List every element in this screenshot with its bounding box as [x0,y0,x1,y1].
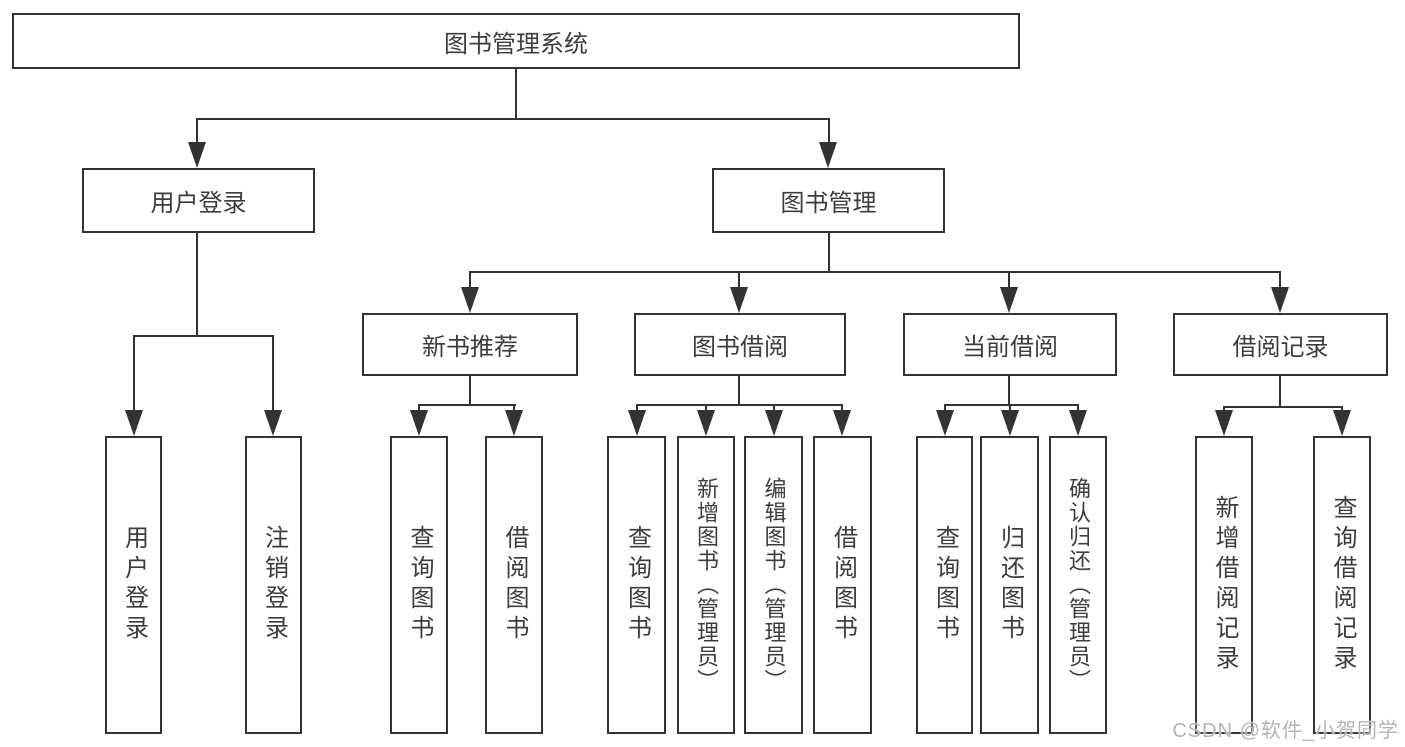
connector-line [418,404,516,406]
arrowhead-icon [1001,410,1019,436]
connector-line [196,118,198,146]
connector-line [1077,404,1079,412]
connector-line [944,404,946,412]
connector-line [196,233,198,336]
csdn-watermark: CSDN @软件_小贺同学 [1172,720,1399,742]
connector-line [1008,376,1010,406]
connector-line [1009,404,1011,412]
node-current-borrowing: 当前借阅 [903,313,1117,376]
arrowhead-icon [819,142,837,168]
connector-line [133,335,135,413]
leaf-user-login: 用户登录 [105,436,162,734]
connector-line [1223,406,1225,413]
node-book-borrowing: 图书借阅 [634,313,846,376]
arrowhead-icon [765,410,783,436]
connector-line [418,404,420,412]
arrowhead-icon [730,287,748,313]
connector-line [1223,406,1343,408]
connector-line [828,233,830,273]
arrowhead-icon [125,410,143,436]
connector-line [738,271,740,289]
connector-line [272,335,274,413]
connector-line [1279,271,1281,289]
arrowhead-icon [410,410,428,436]
arrowhead-icon [1069,410,1087,436]
arrowhead-icon [264,410,282,436]
leaf-logout-login: 注销登录 [245,436,302,734]
arrowhead-icon [188,142,206,168]
arrowhead-icon [461,287,479,313]
connector-line [515,68,517,119]
node-book-management: 图书管理 [712,168,945,233]
leaf-query-borrow-record: 查询借阅记录 [1313,436,1371,734]
node-borrowing-records: 借阅记录 [1173,313,1388,376]
connector-line [469,376,471,406]
leaf-borrow-books-borrowing: 借阅图书 [813,436,872,734]
leaf-query-books-recommend: 查询图书 [390,436,448,734]
connector-line [773,404,775,412]
node-new-book-recommend: 新书推荐 [362,313,578,376]
connector-line [828,118,830,146]
leaf-query-books-borrowing: 查询图书 [607,436,666,734]
connector-line [469,271,471,289]
connector-line [636,404,638,412]
leaf-borrow-books-recommend: 借阅图书 [485,436,543,734]
leaf-return-books: 归还图书 [980,436,1039,734]
arrowhead-icon [1000,287,1018,313]
arrowhead-icon [505,410,523,436]
arrowhead-icon [697,410,715,436]
arrowhead-icon [1271,287,1289,313]
connector-line [1279,376,1281,408]
leaf-add-borrow-record: 新增借阅记录 [1195,436,1253,734]
connector-line [133,335,274,337]
leaf-query-books-current: 查询图书 [916,436,973,734]
connector-line [841,404,843,412]
connector-line [944,404,1079,406]
node-library-management-system: 图书管理系统 [12,13,1020,69]
leaf-add-books-admin: 新增图书（管理员） [677,436,735,734]
arrowhead-icon [833,410,851,436]
connector-line [636,404,843,406]
node-user-login: 用户登录 [82,168,315,233]
connector-line [469,271,1281,273]
connector-line [196,118,830,120]
connector-line [1008,271,1010,289]
arrowhead-icon [1333,410,1351,436]
connector-line [1341,406,1343,413]
arrowhead-icon [628,410,646,436]
leaf-confirm-return-admin: 确认归还（管理员） [1049,436,1107,734]
connector-line [705,404,707,412]
leaf-edit-books-admin: 编辑图书（管理员） [744,436,803,734]
arrowhead-icon [936,410,954,436]
arrowhead-icon [1215,410,1233,436]
connector-line [738,376,740,406]
connector-line [513,404,515,412]
